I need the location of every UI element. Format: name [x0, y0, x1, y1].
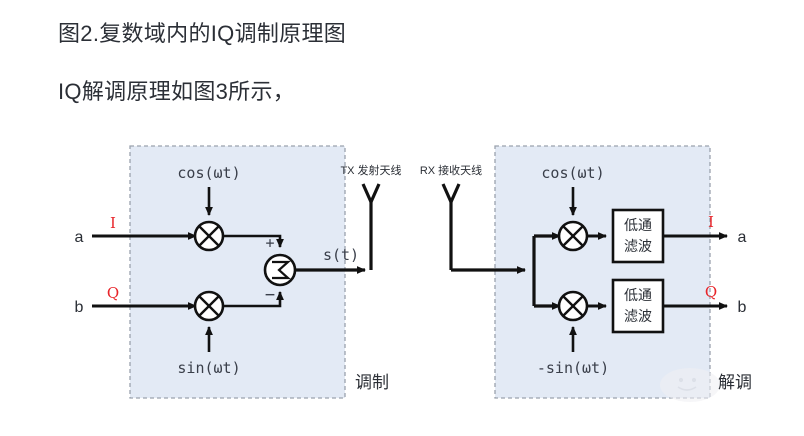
modulator-summing-node	[263, 253, 297, 287]
lowpass-filter-i-line1: 低通	[624, 217, 652, 233]
tx-antenna-icon	[361, 183, 381, 270]
modulator-q-label: Q	[107, 284, 119, 302]
rx-antenna-label: RX 接收天线	[420, 163, 482, 177]
lowpass-filter-i-block[interactable]: 低通 滤波	[611, 208, 665, 264]
demodulator-sin-label: -sin(ωt)	[537, 359, 609, 377]
demodulator-output-a-label: a	[738, 229, 747, 246]
demodulator-output-i-label: I	[708, 213, 714, 231]
demodulator-output-b-label: b	[738, 299, 747, 316]
modulator-sum-minus-sign: −	[265, 285, 275, 305]
rx-antenna-icon	[441, 183, 461, 270]
modulator-sum-plus-sign: +	[265, 234, 274, 252]
page-title-figure-caption: 图2.复数域内的IQ调制原理图	[58, 21, 347, 46]
demodulator-mixer-i	[557, 220, 589, 252]
modulator-output-st-label: s(t)	[323, 246, 359, 264]
demodulator-mixer-q	[557, 290, 589, 322]
modulator-i-to-sum-path	[223, 234, 284, 248]
modulator-caption: 调制	[355, 373, 389, 392]
modulator-mixer-i	[193, 220, 225, 252]
demodulator-output-q-label: Q	[705, 283, 717, 301]
modulator-sin-label: sin(ωt)	[177, 359, 240, 377]
lowpass-filter-i-line2: 滤波	[624, 238, 652, 254]
demodulator-panel	[494, 145, 711, 399]
lowpass-filter-q-line1: 低通	[624, 287, 652, 303]
lowpass-filter-q-block[interactable]: 低通 滤波	[611, 278, 665, 334]
modulator-q-to-sum-path	[223, 291, 284, 308]
demodulator-caption: 解调	[718, 373, 752, 392]
tx-antenna-label: TX 发射天线	[340, 163, 401, 177]
watermark-icon	[660, 368, 720, 402]
page-subtitle-text: IQ解调原理如图3所示，	[58, 79, 296, 104]
modulator-i-label: I	[110, 214, 116, 232]
modulator-mixer-q	[193, 290, 225, 322]
modulator-input-a-label: a	[75, 229, 84, 246]
iq-modulation-demodulation-diagram: a I b Q cos(ωt) sin(ωt)	[0, 130, 804, 436]
lowpass-filter-q-line2: 滤波	[624, 308, 652, 324]
demodulator-cos-label: cos(ωt)	[541, 164, 604, 182]
modulator-input-b-label: b	[75, 299, 84, 316]
modulator-panel	[129, 145, 346, 399]
modulator-cos-label: cos(ωt)	[177, 164, 240, 182]
